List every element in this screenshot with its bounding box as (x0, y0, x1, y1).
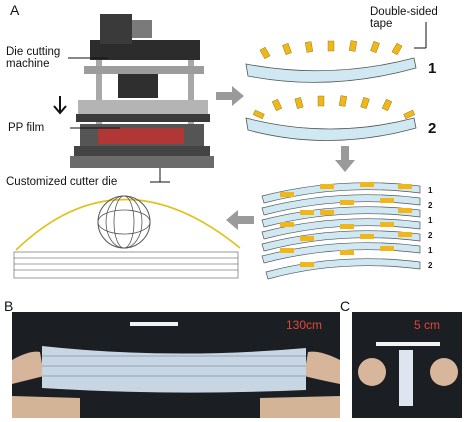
stack-label-4: 2 (428, 231, 433, 240)
process-arrow-left-icon (226, 210, 254, 230)
stack-label-6: 2 (428, 261, 433, 270)
panel-c-scale-label: 5 cm (414, 318, 441, 332)
panel-b-photo (12, 312, 340, 418)
double-sided-tape-label: Double-sided tape (370, 6, 438, 30)
stack-label-1: 1 (428, 186, 433, 195)
die-cutting-machine-label: Die cutting machine (6, 46, 61, 70)
layer-2-number: 2 (428, 120, 437, 137)
panel-b-scale-label: 130cm (286, 318, 323, 332)
panel-c-photo (352, 312, 462, 418)
die-cutting-machine (70, 14, 214, 168)
layer-1-strip (245, 40, 417, 83)
stacked-layers (261, 182, 421, 280)
panel-label-a: A (10, 2, 20, 18)
expanded-mesh-illustration (13, 195, 241, 279)
stack-label-2: 2 (428, 201, 433, 210)
panel-label-b: B (4, 298, 14, 314)
layer-2-strip (245, 95, 417, 141)
layer-1-number: 1 (428, 60, 437, 77)
press-arrow-icon (53, 96, 67, 115)
customized-cutter-die-label: Customized cutter die (6, 176, 118, 188)
stack-label-5: 1 (428, 246, 433, 255)
process-arrow-right-icon (216, 86, 244, 106)
pp-film-label: PP film (8, 122, 45, 134)
stack-label-3: 1 (428, 216, 433, 225)
panel-label-c: C (340, 298, 351, 314)
process-arrow-down-icon (335, 146, 355, 172)
